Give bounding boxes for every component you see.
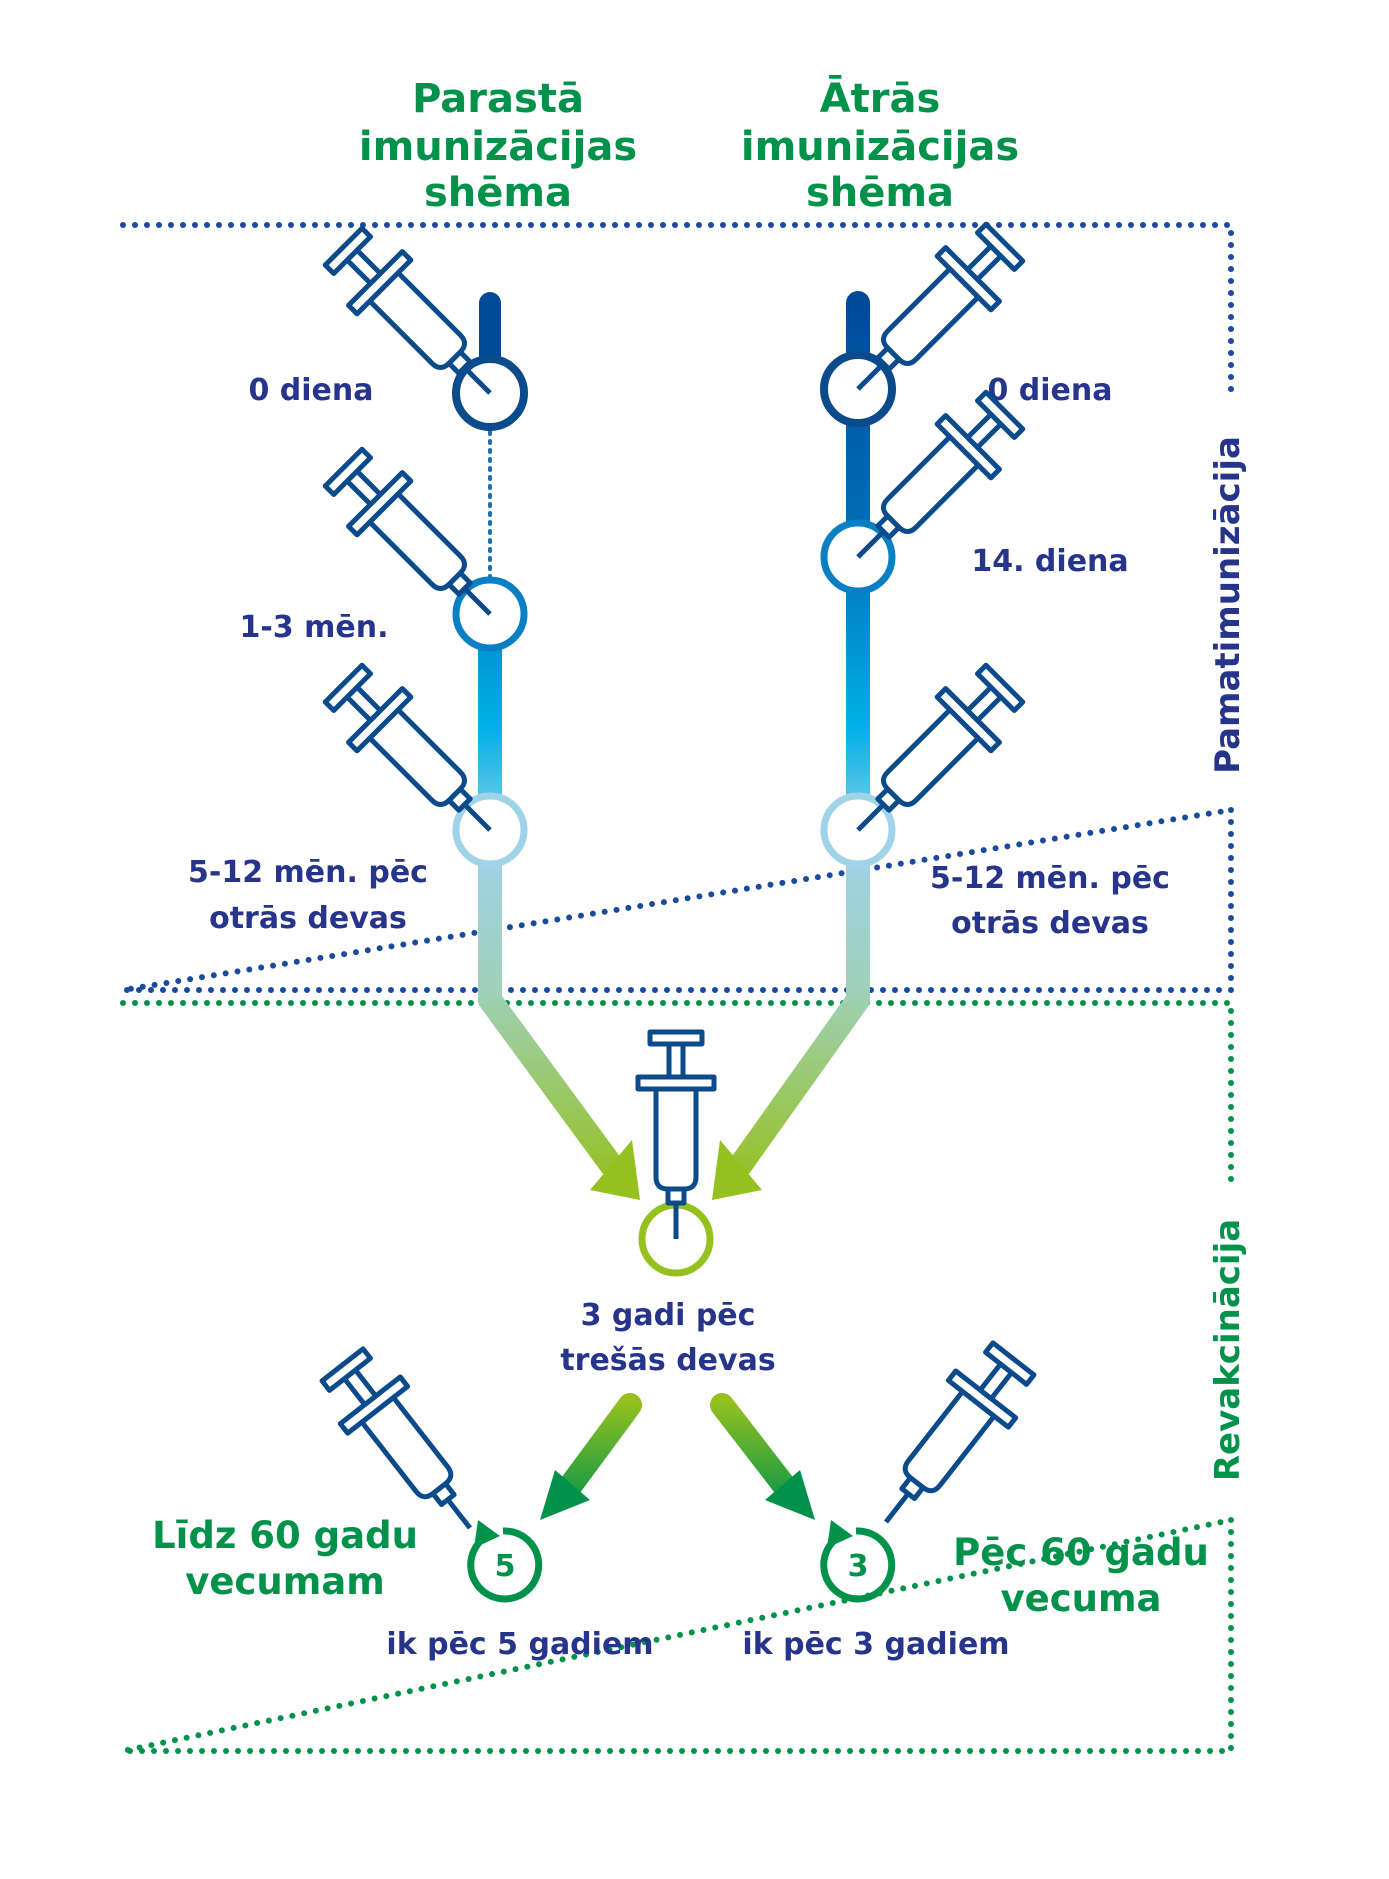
svg-text:otrās devas: otrās devas [951,906,1149,941]
svg-text:shēma: shēma [806,170,954,216]
svg-text:Ātrās: Ātrās [820,74,941,122]
svg-text:vecuma: vecuma [1000,1577,1161,1620]
svg-text:3: 3 [848,1549,869,1584]
svg-text:trešās devas: trešās devas [560,1343,775,1378]
rapid-dose-1: 0 diena [820,216,1113,427]
syringe-icon [856,1335,1043,1545]
primary-section-border [120,222,1234,993]
header-standard-schedule: Parastā imunizācijas shēma [359,76,637,216]
standard-dose-2: 1-3 mēn. [239,441,528,652]
syringe-icon [638,1032,714,1239]
standard-dose-1: 0 diena [248,220,528,431]
arrow-rapid-to-booster [712,985,870,1200]
svg-text:1-3 mēn.: 1-3 mēn. [239,610,388,645]
svg-text:0 diena: 0 diena [987,373,1112,408]
section-label-booster: Revakcinācija [1208,1219,1248,1481]
svg-text:3 gadi pēc: 3 gadi pēc [581,1298,756,1333]
svg-text:Parastā: Parastā [412,76,584,122]
svg-text:5-12 mēn. pēc: 5-12 mēn. pēc [188,855,428,890]
svg-text:imunizācijas: imunizācijas [359,124,637,170]
section-label-primary: Pamatimunizācija [1208,436,1248,774]
svg-text:5: 5 [495,1549,516,1584]
booster-dose-first: 3 gadi pēc trešās devas [560,1032,776,1378]
svg-text:14. diena: 14. diena [971,544,1128,579]
rapid-dose-2: 14. diena [820,384,1129,595]
svg-text:ik pēc 5 gadiem: ik pēc 5 gadiem [386,1627,653,1662]
svg-text:imunizācijas: imunizācijas [741,124,1019,170]
header-rapid-schedule: Ātrās imunizācijas shēma [741,74,1019,216]
standard-dose-3: 5-12 mēn. pēc otrās devas [188,657,528,936]
repeat-cycle-icon: 5 [467,1520,543,1603]
svg-text:5-12 mēn. pēc: 5-12 mēn. pēc [930,861,1170,896]
svg-text:0 diena: 0 diena [248,373,373,408]
svg-text:otrās devas: otrās devas [209,901,407,936]
arrow-to-under60 [540,1393,642,1520]
svg-text:vecumam: vecumam [185,1560,385,1603]
arrow-to-over60 [710,1393,815,1520]
svg-text:Pēc 60 gadu: Pēc 60 gadu [953,1531,1209,1574]
svg-text:shēma: shēma [424,170,572,216]
booster-over-60: 3 Pēc 60 gadu vecuma ik pēc 3 gadiem [742,1335,1209,1662]
repeat-cycle-icon: 3 [820,1520,896,1603]
svg-text:Līdz 60 gadu: Līdz 60 gadu [152,1514,418,1557]
booster-under-60: 5 Līdz 60 gadu vecumam ik pēc 5 gadiem [152,1341,654,1662]
arrow-standard-to-booster [478,985,640,1200]
svg-text:ik pēc 3 gadiem: ik pēc 3 gadiem [742,1627,1009,1662]
rapid-dose-3: 5-12 mēn. pēc otrās devas [820,657,1170,941]
